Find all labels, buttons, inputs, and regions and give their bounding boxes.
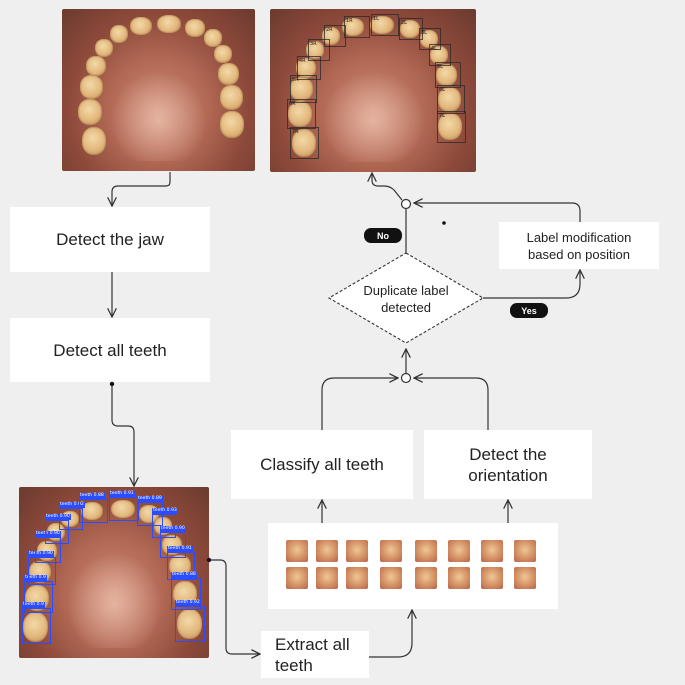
detection-label: teeth 0.9 xyxy=(22,602,45,608)
tooth-label-box: 7L xyxy=(437,111,466,143)
detection-box: teeth 0.91 xyxy=(167,546,195,580)
jaw-photo-original xyxy=(62,9,255,171)
tooth-label: 2L xyxy=(401,20,407,26)
tooth-thumbnail xyxy=(286,567,308,589)
tooth-label-box: 1L xyxy=(371,14,399,36)
detection-label: teeth 0.90 xyxy=(160,526,186,532)
detection-box: teeth 0.88 xyxy=(79,493,108,523)
step-detect-jaw-label: Detect the jaw xyxy=(56,230,164,249)
tooth-thumbnail xyxy=(481,567,503,589)
detection-label: teeth 0.89 xyxy=(137,496,163,502)
tooth-thumbnail xyxy=(316,540,338,562)
tooth-label-box: 1R xyxy=(344,16,370,38)
tooth-label-box: 5R xyxy=(290,75,317,103)
detection-label: teeth 0.9 xyxy=(24,575,47,581)
detection-box: teeth 0.90 xyxy=(28,551,56,585)
tooth-label: 4L xyxy=(431,46,437,52)
detection-label: teeth 0.92 xyxy=(59,502,85,508)
jaw-photo-labeled: 1R 1L 2R 2L 3R 3L 4R 4L 5R 5L 6R 6L 7R 7L xyxy=(270,9,476,172)
step-detect-jaw: Detect the jaw xyxy=(10,207,210,272)
detection-box: teeth 0.90 xyxy=(160,526,186,558)
tooth-label-box: 4L xyxy=(429,44,451,66)
tooth-label: 2R xyxy=(326,27,333,33)
detection-label: teeth 0.92 xyxy=(175,600,201,606)
tooth-label-box: 4R xyxy=(297,56,321,80)
detection-box: teeth 0.90 xyxy=(45,514,71,544)
tooth-thumbnail xyxy=(415,540,437,562)
tooth-thumbnail xyxy=(448,540,470,562)
tooth-label-box: 3R xyxy=(308,39,330,61)
tooth-thumbnail xyxy=(316,567,338,589)
tooth-thumbnail xyxy=(380,540,402,562)
detection-box: teeth 0.9 xyxy=(24,575,53,613)
tooth-label: 3R xyxy=(310,41,317,47)
decision-label: Duplicate label detected xyxy=(363,283,449,315)
tooth-label-box: 2R xyxy=(324,25,346,47)
detection-label: teeth 0.90 xyxy=(28,551,54,557)
detection-label: teeth 0.91 xyxy=(109,491,135,497)
step-detect-orientation-label: Detect the orientation xyxy=(468,444,548,485)
tooth-label: 1L xyxy=(373,16,379,22)
tooth-label: 3L xyxy=(421,30,427,36)
detection-label: teeth 0.93 xyxy=(152,508,178,514)
detection-box: teeth 0.88 xyxy=(171,572,201,610)
tooth-thumbnail xyxy=(514,540,536,562)
step-extract-teeth-label: Extract all teeth xyxy=(275,634,350,675)
detection-box: teeth 0.92 xyxy=(175,600,205,642)
step-detect-teeth-label: Detect all teeth xyxy=(53,340,167,360)
step-classify-teeth: Classify all teeth xyxy=(231,430,413,499)
step-detect-orientation: Detect the orientation xyxy=(424,430,592,499)
tooth-label: 7R xyxy=(292,129,299,135)
tooth-label: 1R xyxy=(346,18,353,24)
tooth-label-box: 3L xyxy=(419,28,441,50)
tooth-label: 4R xyxy=(299,58,306,64)
detection-box: teeth 0.92 xyxy=(59,502,85,530)
tooth-label-box: 6R xyxy=(287,99,316,129)
tooth-thumbnail xyxy=(514,567,536,589)
tooth-thumbnail xyxy=(346,540,368,562)
detection-label: teeth 0.91 xyxy=(167,546,193,552)
detection-box: teeth 0.9 xyxy=(22,602,51,644)
tooth-thumbnail xyxy=(380,567,402,589)
yes-pill: Yes xyxy=(510,303,548,318)
detection-label: teeth 0.88 xyxy=(171,572,197,578)
tooth-thumbnail xyxy=(448,567,470,589)
tooth-label: 6R xyxy=(289,101,296,107)
tooth-label: 7L xyxy=(439,113,445,119)
tooth-thumbnail xyxy=(286,540,308,562)
step-detect-teeth: Detect all teeth xyxy=(10,318,210,382)
extracted-teeth-grid xyxy=(268,523,558,609)
tooth-label-box: 6L xyxy=(437,85,465,114)
step-classify-teeth-label: Classify all teeth xyxy=(260,455,384,474)
no-pill: No xyxy=(364,228,402,243)
detection-label: teeth 0.88 xyxy=(79,493,105,499)
detection-box: teeth 0.90 xyxy=(35,531,61,563)
step-label-modification: Label modification based on position xyxy=(499,222,659,269)
tooth-thumbnail xyxy=(481,540,503,562)
tooth-label-box: 7R xyxy=(290,127,319,159)
tooth-label-box: 5L xyxy=(435,62,461,88)
step-extract-teeth: Extract all teeth xyxy=(261,631,369,678)
tooth-thumbnail xyxy=(346,567,368,589)
tooth-label-box: 2L xyxy=(399,18,423,40)
detection-label: teeth 0.90 xyxy=(45,514,71,520)
tooth-label: 6L xyxy=(439,87,445,93)
step-label-modification-label: Label modification based on position xyxy=(526,229,632,262)
tooth-label: 5R xyxy=(292,77,299,83)
tooth-label: 5L xyxy=(437,64,443,70)
detection-box: teeth 0.91 xyxy=(109,491,139,521)
jaw-photo-detected: teeth 0.9 teeth 0.9 teeth 0.90 teeth 0.90 te… xyxy=(19,487,209,658)
decision-diamond xyxy=(327,252,485,344)
tooth-thumbnail xyxy=(415,567,437,589)
detection-label: teeth 0.90 xyxy=(35,531,61,537)
